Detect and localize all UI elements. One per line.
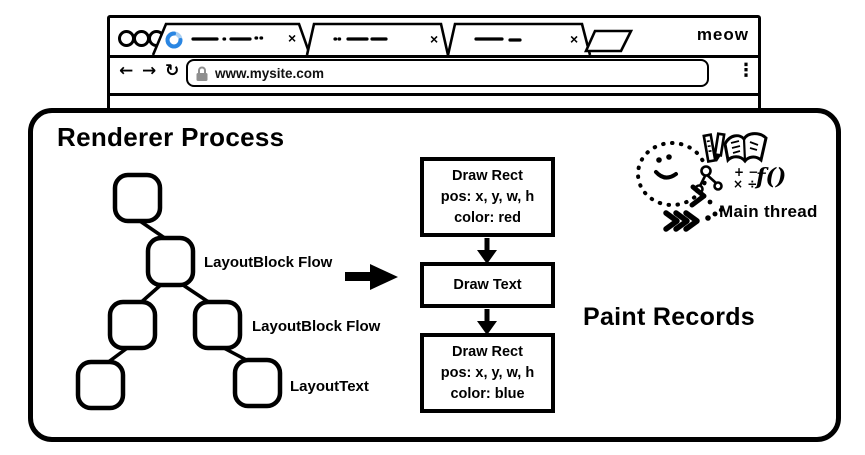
paint-record-box: Draw Text xyxy=(420,262,555,308)
smile-icon xyxy=(654,170,678,180)
tab-close-icon[interactable]: × xyxy=(570,31,579,47)
tree-node-label: LayoutBlock Flow xyxy=(252,318,381,335)
tab-close-icon[interactable]: × xyxy=(288,30,297,46)
paint-record-box: Draw Rect pos: x, y, w, h color: blue xyxy=(420,333,555,413)
paint-record-line: Draw Rect xyxy=(452,167,523,184)
svg-text:+ −: + − xyxy=(734,165,758,179)
tree-node-label: LayoutBlock Flow xyxy=(204,254,333,271)
tab-title-scribbles xyxy=(191,36,522,42)
url-text: www.mysite.com xyxy=(215,65,325,81)
dom-tree-icon xyxy=(694,165,723,194)
padlock-icon xyxy=(196,66,208,81)
down-arrow-icon xyxy=(477,238,497,264)
back-icon[interactable]: ← xyxy=(119,61,134,81)
paint-record-line: pos: x, y, w, h xyxy=(440,188,535,205)
layout-tree-graphic xyxy=(75,172,398,411)
tabs-graphic xyxy=(151,22,634,55)
tree-node xyxy=(232,357,283,409)
loading-spinner-icon xyxy=(165,31,183,49)
paint-records-heading: Paint Records xyxy=(583,303,756,331)
browser-window: × × × meow ← → ↻ www.mysite.com ⋮ xyxy=(107,15,761,115)
tab-strip: × × × meow xyxy=(110,18,758,58)
tab-close-icon[interactable]: × xyxy=(430,31,439,47)
new-tab-icon[interactable] xyxy=(583,29,634,53)
tree-node xyxy=(107,299,158,351)
tree-node xyxy=(112,172,163,224)
svg-text:× ÷: × ÷ xyxy=(733,177,757,191)
book-icon xyxy=(723,132,768,164)
paint-record-box: Draw Rect pos: x, y, w, h color: red xyxy=(420,157,555,237)
main-thread-label: Main thread xyxy=(719,202,818,221)
math-icon: + −× ÷ xyxy=(733,165,758,191)
url-field[interactable]: www.mysite.com xyxy=(186,59,709,87)
paint-record-line: pos: x, y, w, h xyxy=(440,364,535,381)
toolbar: ← → ↻ www.mysite.com ⋮ xyxy=(110,55,758,96)
tree-node xyxy=(145,235,196,288)
paint-record-line: Draw Text xyxy=(453,276,522,293)
tree-node-label: LayoutText xyxy=(290,378,369,395)
trail-dots xyxy=(705,199,724,221)
paint-record-line: Draw Rect xyxy=(452,343,523,360)
down-arrow-icon xyxy=(477,309,497,335)
face-icon xyxy=(656,154,672,163)
reload-icon[interactable]: ↻ xyxy=(165,61,180,81)
menu-icon[interactable]: ⋮ xyxy=(737,60,755,81)
panel-title: Renderer Process xyxy=(57,122,285,152)
ruler-pencil-icon xyxy=(702,132,726,164)
function-icon: f() xyxy=(754,164,786,190)
chevron-trail-icon xyxy=(663,184,707,232)
tree-node xyxy=(75,359,126,411)
dotted-blob-icon xyxy=(636,141,708,207)
flow-arrow-icon xyxy=(345,264,398,290)
paint-record-line: color: blue xyxy=(450,385,525,402)
forward-icon[interactable]: → xyxy=(142,61,157,81)
paint-record-line: color: red xyxy=(454,209,521,226)
tree-node xyxy=(192,299,243,351)
renderer-process-panel: Renderer Process Lay xyxy=(28,108,841,442)
main-thread-doodle: + −× ÷ f() xyxy=(636,132,786,232)
browser-brand-label: meow xyxy=(696,25,749,44)
